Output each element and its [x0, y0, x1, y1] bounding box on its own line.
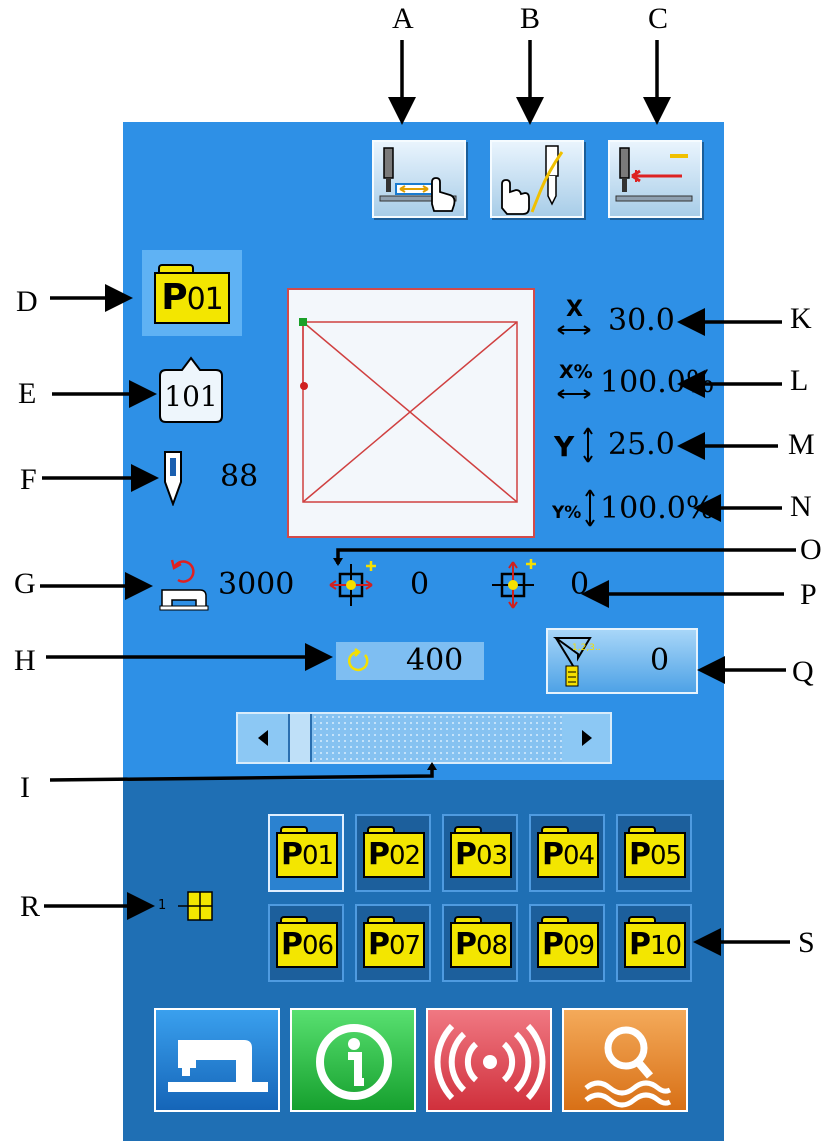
pattern-folder-icon: P06 [276, 914, 338, 970]
pattern-folder-icon: P04 [537, 824, 599, 880]
callout-f: F [20, 463, 37, 496]
callout-g: G [14, 567, 36, 600]
register-page-indicator[interactable]: 1 [158, 888, 218, 924]
pattern-button-p10[interactable]: P10 [616, 904, 692, 982]
pattern-button-p01[interactable]: P01 [268, 814, 344, 892]
callout-m: M [788, 428, 815, 461]
scroll-left-button[interactable] [238, 714, 288, 762]
pattern-folder-icon: P01 [276, 824, 338, 880]
callout-l: L [790, 364, 809, 397]
thread-trim-icon [615, 147, 693, 202]
scroll-thumb[interactable] [288, 714, 312, 762]
needle-count: 88 [220, 459, 259, 494]
pattern-preview [287, 288, 535, 538]
pattern-folder-icon: P09 [537, 914, 599, 970]
register-page-number: 1 [158, 898, 167, 913]
speed-limit-field[interactable]: 400 [336, 642, 484, 680]
svg-text:X%: X% [559, 361, 593, 383]
callout-e: E [18, 377, 37, 410]
pattern-button-p05[interactable]: P05 [616, 814, 692, 892]
pattern-button-p08[interactable]: P08 [442, 904, 518, 982]
pattern-preview-drawing [299, 318, 518, 503]
scroll-right-button[interactable] [562, 714, 610, 762]
needle-icon [164, 451, 182, 506]
origin-x-value[interactable]: 0 [410, 567, 430, 602]
chevron-left-icon [258, 730, 268, 746]
pattern-button-p06[interactable]: P06 [268, 904, 344, 982]
rotate-icon [348, 648, 369, 672]
pattern-scrollbar[interactable] [236, 712, 612, 764]
pattern-button-p02[interactable]: P02 [355, 814, 431, 892]
callout-h: H [14, 644, 36, 677]
svg-text:1,2,3..: 1,2,3.. [572, 643, 601, 653]
pattern-folder-icon: P07 [363, 914, 425, 970]
communication-button[interactable] [426, 1008, 552, 1112]
pattern-button-p07[interactable]: P07 [355, 904, 431, 982]
sewing-mode-button[interactable] [154, 1008, 280, 1112]
speed-value[interactable]: 3000 [218, 567, 295, 602]
callout-c: C [648, 2, 669, 35]
sewing-machine-icon [168, 1040, 268, 1092]
svg-text:Y%: Y% [552, 503, 581, 523]
chevron-right-icon [582, 730, 592, 746]
callout-p: P [800, 578, 817, 611]
pattern-no-button[interactable]: 101 [158, 356, 224, 426]
origin-y-icon [492, 559, 536, 609]
callout-q: Q [792, 655, 814, 688]
callout-s: S [798, 926, 815, 959]
x-size-icon: X [557, 297, 591, 335]
origin-x-icon [329, 561, 376, 606]
svg-text:Y: Y [553, 430, 575, 463]
pattern-search-icon [584, 1026, 672, 1108]
x-scale-icon: X% [557, 361, 593, 399]
presser-move-icon [379, 147, 457, 212]
x-size-value[interactable]: 30.0 [608, 303, 675, 338]
pattern-folder-icon: P01 [154, 262, 230, 326]
pattern-button-p03[interactable]: P03 [442, 814, 518, 892]
pattern-search-button[interactable] [562, 1008, 688, 1112]
svg-text:X: X [566, 297, 583, 322]
y-size-value[interactable]: 25.0 [608, 427, 675, 462]
counter-icon: 1,2,3.. [552, 637, 601, 687]
callout-k: K [790, 302, 812, 335]
callout-b: B [520, 2, 541, 35]
scroll-track[interactable] [312, 714, 562, 762]
info-button[interactable] [290, 1008, 416, 1112]
speech-bubble-icon [159, 356, 223, 423]
pattern-button-p09[interactable]: P09 [529, 904, 605, 982]
callout-i: I [20, 771, 30, 804]
pattern-folder-icon: P08 [450, 914, 512, 970]
callout-a: A [392, 2, 414, 35]
manual-needle-button[interactable] [490, 140, 584, 218]
pattern-folder-icon: P02 [363, 824, 425, 880]
sewing-speed-icon [159, 559, 209, 611]
callout-d: D [16, 285, 38, 318]
y-scale-icon: Y% [552, 489, 595, 527]
pattern-folder-icon: P03 [450, 824, 512, 880]
y-size-icon: Y [553, 427, 593, 463]
grid-icon [178, 891, 213, 921]
current-pattern-button[interactable]: P01 [142, 250, 242, 336]
callout-r: R [20, 890, 41, 923]
callout-o: O [800, 533, 822, 566]
pattern-button-p04[interactable]: P04 [529, 814, 605, 892]
thread-trim-button[interactable] [608, 140, 702, 218]
counter-value: 0 [650, 643, 670, 678]
speed-limit-value: 400 [406, 643, 464, 678]
pattern-folder-icon: P10 [624, 914, 686, 970]
presser-move-button[interactable] [372, 140, 466, 218]
pattern-folder-icon: P05 [624, 824, 686, 880]
counter-button[interactable]: 1,2,3.. 0 [546, 628, 698, 694]
communication-icon [434, 1023, 546, 1101]
callout-n: N [790, 490, 812, 523]
info-icon [316, 1024, 392, 1100]
manual-needle-icon [501, 145, 564, 215]
pattern-no-value: 101 [164, 380, 218, 413]
